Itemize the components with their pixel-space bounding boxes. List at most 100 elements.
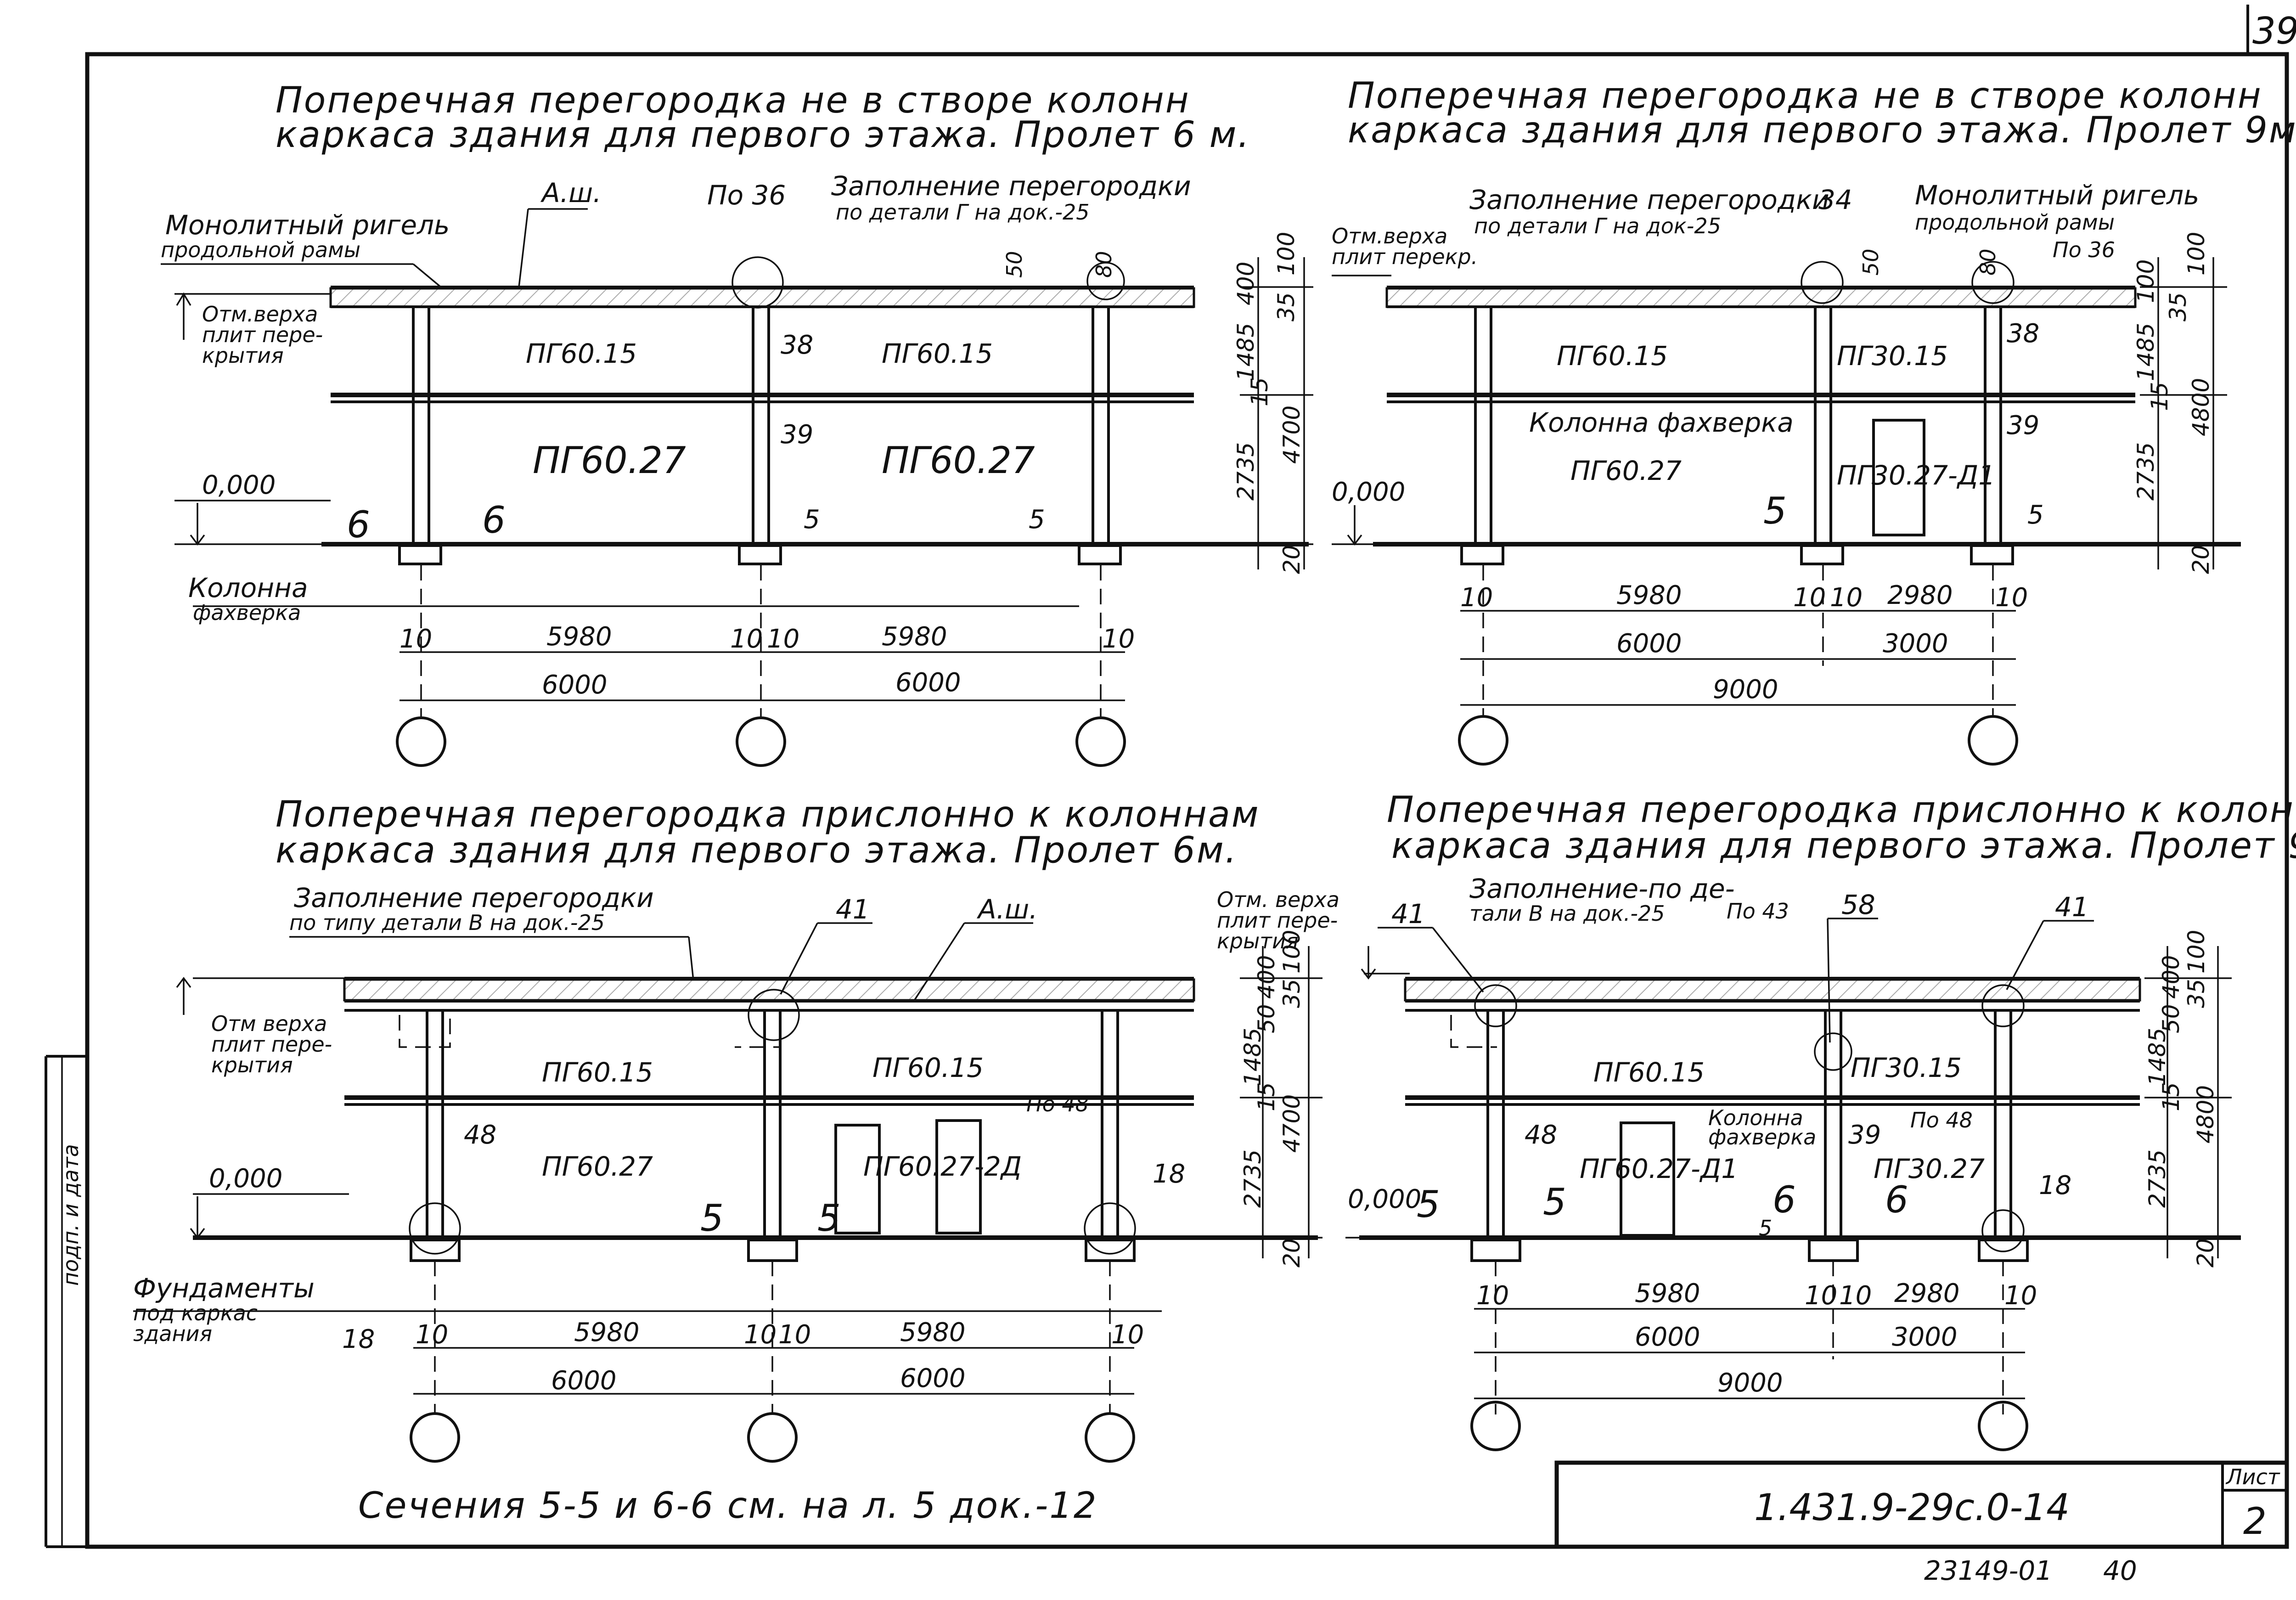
panel-2-dim-r7: 20 bbox=[2188, 545, 2214, 574]
panel-1-dim-6000a: 6000 bbox=[542, 670, 608, 700]
panel-4-dim-r6: 4800 bbox=[2192, 1085, 2219, 1144]
panel-2-column-label: Колонна фахверка bbox=[1529, 407, 1794, 438]
panel-4-n6b: 6 bbox=[1885, 1178, 1908, 1221]
title-block: 1.431.9-29с.0-14 Лист 2 bbox=[1554, 1460, 2289, 1549]
panel-2-beam-label-2: продольной рамы bbox=[1915, 210, 2115, 235]
panel-2-dim-10d: 10 bbox=[1995, 583, 2028, 613]
panel-4-column-label-1: Колонна bbox=[1708, 1105, 1803, 1130]
panel-4-dim-r7: 2735 bbox=[2144, 1149, 2171, 1208]
panel-2-dim-r5: 4800 bbox=[2188, 378, 2214, 436]
panel-1-axis-bubble-1 bbox=[396, 716, 446, 767]
panel-2-dim-9000: 9000 bbox=[1713, 675, 1778, 704]
panel-3-axis-bubble-2 bbox=[747, 1412, 798, 1463]
panel-2-level-label-1: Отм.верха bbox=[1332, 224, 1447, 248]
panel-3-pg3: ПГ60.27 bbox=[542, 1151, 653, 1182]
panel-3-dim-r6: 4700 bbox=[1278, 1094, 1305, 1153]
panel-4-n41a: 41 bbox=[1391, 898, 1425, 930]
panel-3-door-2 bbox=[935, 1119, 982, 1234]
panel-3-axis-bubble-3 bbox=[1085, 1412, 1135, 1463]
panel-2-pg4: ПГ30.27-Д1 bbox=[1837, 460, 1995, 491]
panel-4-dim-r8: 20 bbox=[2192, 1238, 2219, 1268]
panel-3-dim-6000a: 6000 bbox=[551, 1366, 617, 1396]
panel-2-axis-bubble-2 bbox=[1968, 715, 2018, 766]
panel-2-dim-r0: 100 bbox=[2183, 232, 2210, 276]
panel-1-level-label-3: крытия bbox=[202, 343, 284, 368]
panel-4-level-label-1: Отм. верха bbox=[1217, 887, 1339, 912]
panel-2-door bbox=[1872, 419, 1925, 536]
panel-1-dim-r7: 20 bbox=[1278, 545, 1305, 574]
panel-4-axis-bubble-2 bbox=[1978, 1401, 2028, 1451]
panel-4-dim-3000: 3000 bbox=[1892, 1322, 1958, 1352]
panel-3-po48: По 48 bbox=[1026, 1092, 1089, 1116]
panel-4-n5c: 5 bbox=[1759, 1216, 1772, 1240]
panel-4-dim-r4: 1485 bbox=[2144, 1028, 2171, 1086]
panel-3-found-label-3: здания bbox=[133, 1321, 212, 1346]
panel-3-pg4: ПГ60.27-2Д bbox=[863, 1151, 1022, 1182]
panel-1-level-label-1: Отм.верха bbox=[202, 302, 318, 327]
sheet-frame bbox=[45, 5, 2289, 1549]
panel-4-dim-6000: 6000 bbox=[1635, 1322, 1700, 1352]
panel-1-beam-label-2: продольной рамы bbox=[161, 237, 360, 262]
panel-3-dim-r8: 20 bbox=[1278, 1238, 1305, 1268]
panel-4-n58: 58 bbox=[1841, 889, 1875, 920]
panel-3-dim-6000b: 6000 bbox=[900, 1363, 966, 1393]
panel-2-pg1: ПГ60.15 bbox=[1557, 340, 1668, 372]
panel-3-title-line1: Поперечная перегородка прислонно к колон… bbox=[276, 794, 1260, 835]
panel-4-dim-2980: 2980 bbox=[1894, 1279, 1960, 1308]
bottom-stamp: 23149-01 bbox=[1924, 1555, 2052, 1586]
panel-3-n5b: 5 bbox=[817, 1197, 841, 1239]
panel-2-zero-mark: 0,000 bbox=[1332, 477, 1405, 507]
panel-1-frame bbox=[321, 256, 1309, 565]
panel-3-dim-r0: 100 bbox=[1278, 930, 1305, 974]
panel-4-pg2: ПГ30.15 bbox=[1851, 1052, 1962, 1083]
panel-4-pg1: ПГ60.15 bbox=[1593, 1057, 1705, 1088]
panel-4-dim-10d: 10 bbox=[2004, 1281, 2037, 1311]
panel-4-pg4: ПГ30.27 bbox=[1874, 1153, 1985, 1184]
panel-1-n6a: 6 bbox=[347, 503, 370, 546]
panel-2-dim-5980: 5980 bbox=[1616, 580, 1682, 610]
panel-3-dim-r3: 50 bbox=[1253, 1004, 1280, 1033]
panel-1-level-label-2: плит пере- bbox=[202, 322, 323, 347]
panel-1-pg4: ПГ60.27 bbox=[882, 439, 1035, 482]
panel-2-n80: 80 bbox=[1975, 248, 2000, 276]
side-strip-label: подп. и дата bbox=[58, 1144, 83, 1286]
panel-2-n5a: 5 bbox=[1763, 490, 1787, 532]
panel-4: Поперечная перегородка прислонно к колон… bbox=[1217, 789, 2296, 1451]
panel-3-n18b: 18 bbox=[1153, 1159, 1185, 1189]
panel-3-dim-r4: 1485 bbox=[1239, 1028, 1266, 1086]
panel-3-level-label-1: Отм верха bbox=[211, 1011, 327, 1036]
panel-4-dim-9000: 9000 bbox=[1717, 1368, 1783, 1398]
panel-4-axis-bubble-1 bbox=[1470, 1401, 1521, 1451]
panel-1-title-line1: Поперечная перегородка не в створе колон… bbox=[276, 80, 1190, 121]
panel-2-pg2: ПГ30.15 bbox=[1837, 340, 1948, 372]
panel-4-po48: По 48 bbox=[1910, 1108, 1973, 1132]
panel-4-door bbox=[1620, 1121, 1675, 1237]
panel-2-fill-label-2: по детали Г на док-25 bbox=[1474, 214, 1721, 238]
panel-2-n34: 34 bbox=[1818, 184, 1852, 215]
panel-1-dim-r0: 100 bbox=[1273, 232, 1300, 276]
panel-3-fill-label-2: по типу детали В на док.-25 bbox=[289, 910, 605, 935]
panel-4-n18: 18 bbox=[2039, 1171, 2071, 1200]
panel-1-slab bbox=[329, 286, 1195, 308]
panel-3-door-1 bbox=[834, 1124, 881, 1234]
panel-4-level-label-2: плит пере- bbox=[1217, 908, 1338, 933]
panel-1-beam-label-1: Монолитный ригель bbox=[165, 209, 450, 241]
panel-2-title-line1: Поперечная перегородка не в створе колон… bbox=[1348, 75, 2262, 117]
panel-1-dim-10c: 10 bbox=[767, 624, 799, 654]
panel-2-dim-r4: 15 bbox=[2146, 382, 2173, 411]
panel-1-pg3: ПГ60.27 bbox=[533, 439, 686, 482]
panel-3-dim-r1: 400 bbox=[1253, 955, 1280, 999]
panel-1-fill-label-2: по детали Г на док.-25 bbox=[836, 200, 1089, 225]
panel-3-found-label-2: под каркас bbox=[133, 1301, 258, 1325]
panel-4-po43: По 43 bbox=[1727, 899, 1789, 924]
panel-2-dim-r2: 35 bbox=[2165, 292, 2191, 321]
panel-4-zero-mark: 0,000 bbox=[1348, 1184, 1421, 1214]
panel-2-dim-r3: 1485 bbox=[2133, 323, 2159, 381]
panel-4-dim-r0: 100 bbox=[2183, 930, 2210, 974]
panel-4-dim-10c: 10 bbox=[1839, 1281, 1872, 1311]
panel-3-fill-label-1: Заполнение перегородки bbox=[294, 882, 654, 913]
panel-2-level-label-2: плит перекр. bbox=[1332, 244, 1478, 269]
panel-3-n48: 48 bbox=[464, 1120, 496, 1150]
panel-4-dim-r1: 400 bbox=[2158, 955, 2184, 999]
panel-1-n80: 80 bbox=[1092, 251, 1116, 278]
